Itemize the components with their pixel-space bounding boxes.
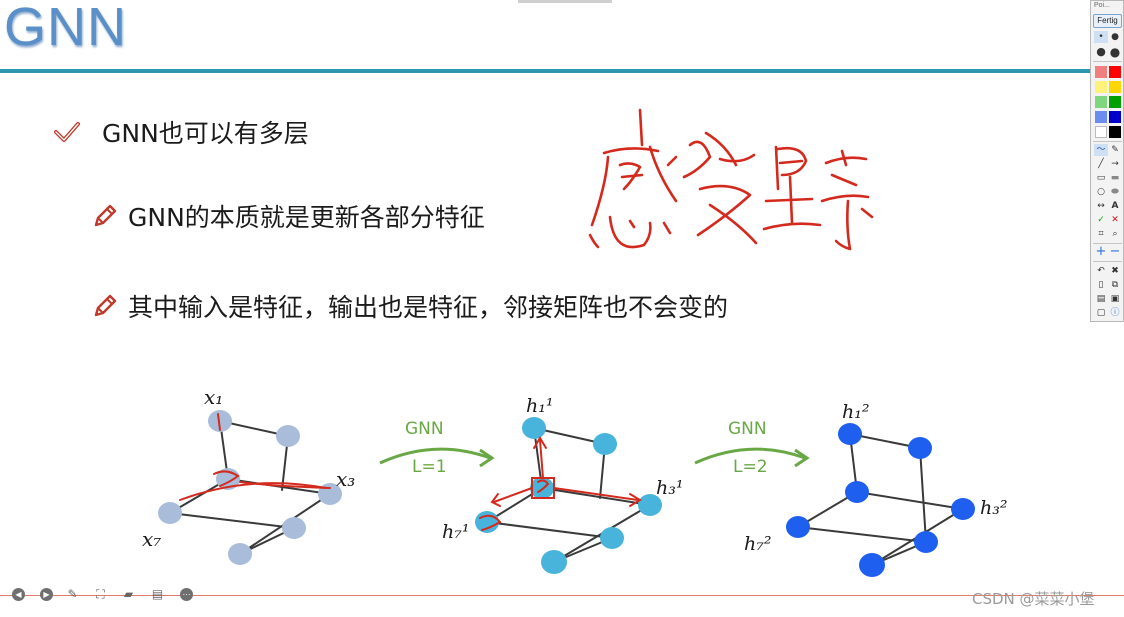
color-swatch-white[interactable] — [1095, 126, 1107, 138]
color-swatch-light-blue[interactable] — [1095, 111, 1107, 123]
filled-ellipse-icon[interactable]: ⬬ — [1111, 187, 1119, 197]
layer2-graph: h₁² h₃² h₇² — [744, 401, 1007, 577]
graph-label: h₇¹ — [442, 521, 469, 543]
toolbox-divider — [1093, 243, 1122, 244]
graph-label: h₃² — [980, 497, 1007, 519]
presenter-bar-line — [0, 595, 1124, 596]
bullet-gnn-layers: GNN也可以有多层 — [54, 114, 309, 150]
camera-icon[interactable]: ▰ — [123, 587, 134, 601]
csdn-watermark: CSDN @菜菜小堡 — [972, 590, 1095, 608]
copy-icon[interactable]: ⧉ — [1111, 280, 1119, 290]
double-arrow-icon[interactable]: ↔ — [1097, 201, 1105, 211]
bullet-update-features: GNN的本质就是更新各部分特征 — [92, 198, 485, 234]
filled-rectangle-icon[interactable]: ▬ — [1110, 173, 1120, 183]
text-icon[interactable]: A — [1111, 201, 1119, 211]
save-icon[interactable]: ▣ — [1110, 294, 1120, 304]
screenshot-icon[interactable]: ▢ — [1096, 308, 1106, 318]
done-button[interactable]: Fertig — [1093, 14, 1122, 28]
next-slide-icon[interactable]: ▶ — [40, 588, 53, 601]
pencil-icon — [92, 293, 118, 319]
color-swatch-green[interactable] — [1109, 96, 1121, 108]
pen-toolbox: Poi... Fertig • ● ● ● ～ ✎ ╱ → ▭ ▬ ○ ⬬ ↔ … — [1090, 0, 1124, 322]
graph-label: x₁ — [204, 385, 223, 409]
graph-label: x₇ — [142, 527, 161, 551]
large-dot-icon[interactable]: ● — [1096, 45, 1106, 58]
color-swatch-light-green[interactable] — [1095, 96, 1107, 108]
bullet-text: GNN的本质就是更新各部分特征 — [128, 203, 485, 232]
arrow-label: GNN — [728, 419, 767, 439]
trash-icon[interactable]: ✖ — [1111, 266, 1119, 276]
color-swatch-blue[interactable] — [1109, 111, 1121, 123]
graph-label: h₇² — [744, 533, 771, 555]
bullet-text: 其中输入是特征，输出也是特征，邻接矩阵也不会变的 — [128, 293, 729, 322]
ellipse-icon[interactable]: ○ — [1097, 187, 1105, 197]
color-swatch-black[interactable] — [1109, 126, 1121, 138]
print-icon[interactable]: ▤ — [1096, 294, 1106, 304]
bullet-text: GNN也可以有多层 — [102, 119, 309, 148]
toolbox-divider — [1093, 61, 1122, 62]
graph-label: h₁¹ — [526, 395, 553, 417]
title-divider — [0, 69, 1090, 73]
graph-label: h₁² — [842, 401, 869, 423]
medium-dot-icon[interactable]: ● — [1111, 32, 1119, 42]
zoom-out-icon[interactable]: − — [1109, 244, 1121, 259]
handwritten-annotation — [588, 108, 874, 251]
color-swatch-light-yellow[interactable] — [1095, 81, 1107, 93]
undo-icon[interactable]: ↶ — [1097, 266, 1105, 276]
highlighter-icon[interactable]: ～ — [1094, 144, 1108, 156]
gnn-layers-diagram: x₁ x₃ x₇ GNN L=1 — [142, 385, 1007, 577]
more-options-icon[interactable]: ⋯ — [180, 588, 193, 601]
arrow-label: L=2 — [733, 457, 768, 477]
pencil-icon — [92, 203, 118, 229]
graph-label: x₃ — [336, 467, 355, 491]
notes-icon[interactable]: ▤ — [151, 587, 164, 601]
input-graph: x₁ x₃ x₇ — [142, 385, 355, 565]
arrow-label: L=1 — [412, 457, 447, 477]
cross-icon[interactable]: ✕ — [1111, 215, 1119, 225]
pen-tool-icon[interactable]: ✎ — [67, 587, 78, 601]
rectangle-icon[interactable]: ▭ — [1096, 173, 1106, 183]
line-icon[interactable]: ╱ — [1098, 159, 1104, 169]
zoom-in-icon[interactable]: + — [1095, 244, 1107, 259]
graph-label: h₃¹ — [656, 477, 683, 499]
small-dot-icon[interactable]: • — [1094, 31, 1108, 43]
toolbox-divider — [1093, 261, 1122, 262]
color-swatch-red[interactable] — [1109, 66, 1121, 78]
toolbox-divider — [1093, 141, 1122, 142]
layer1-graph: h₁¹ h₃¹ h₇¹ — [442, 395, 683, 574]
color-swatch-yellow[interactable] — [1109, 81, 1121, 93]
zoom-icon[interactable]: ⌕ — [1112, 229, 1118, 239]
info-icon[interactable]: ⓘ — [1110, 308, 1120, 318]
toolbox-title: Poi... — [1094, 2, 1110, 9]
top-window-tab — [518, 0, 612, 3]
xl-dot-icon[interactable]: ● — [1109, 45, 1121, 59]
arrow-label: GNN — [405, 419, 444, 439]
new-page-icon[interactable]: ▯ — [1098, 280, 1104, 290]
slide-title: GNN — [4, 0, 127, 57]
layer-arrow-1: GNN L=1 — [379, 419, 495, 477]
pen-icon[interactable]: ✎ — [1111, 145, 1119, 155]
bullet-input-output: 其中输入是特征，输出也是特征，邻接矩阵也不会变的 — [92, 288, 728, 324]
checkmark-icon — [54, 119, 80, 145]
layer-arrow-2: GNN L=2 — [694, 419, 810, 477]
arrow-icon[interactable]: → — [1111, 159, 1119, 169]
color-swatch-pink[interactable] — [1095, 66, 1107, 78]
previous-slide-icon[interactable]: ◀ — [12, 588, 25, 601]
fit-screen-icon[interactable]: ⛶ — [96, 587, 105, 601]
check-icon[interactable]: ✓ — [1097, 215, 1105, 225]
crop-icon[interactable]: ⌗ — [1098, 229, 1104, 239]
